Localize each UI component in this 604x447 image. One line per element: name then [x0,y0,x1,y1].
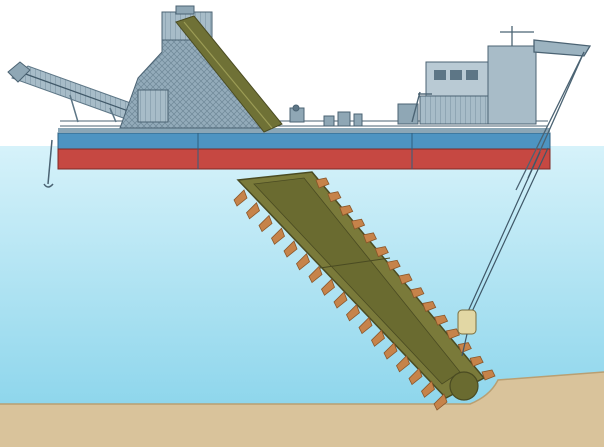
seabed-edge [0,371,604,405]
bucket [283,240,298,258]
mast [411,91,432,123]
bucket [408,367,423,386]
hoist-crane [500,26,592,191]
ladder-hoist-cable [457,147,549,357]
bucket [233,189,248,207]
bucket [321,278,335,296]
seabed [0,372,604,447]
bucket [339,204,354,216]
bucket [362,232,377,244]
bucket [315,177,330,189]
bucket [351,218,366,230]
bucket [422,300,437,312]
bucket [358,316,373,335]
bucket-chain [233,177,496,411]
bucket [327,191,342,203]
bucket [258,214,273,233]
bucket [374,246,389,258]
bucket-ladder-upper [175,15,283,133]
anchor [43,139,54,188]
bucket [386,259,401,271]
bucket [445,328,460,340]
bucket [271,227,285,245]
bucket [346,304,360,322]
bucket [433,393,448,411]
bucket [481,369,496,381]
bucket [396,355,410,373]
bucket [308,265,323,284]
bucket [333,291,348,309]
bucket [296,253,310,271]
pontoon-hull [57,128,551,170]
bucket [371,329,385,347]
bucket [246,202,260,220]
deck-house [419,45,537,125]
bucket [469,355,484,367]
bucket [421,380,435,398]
bucket [410,287,425,299]
deck-equipment [289,103,419,127]
bucket [398,273,413,285]
bucket [383,342,398,360]
bucket [434,314,449,326]
